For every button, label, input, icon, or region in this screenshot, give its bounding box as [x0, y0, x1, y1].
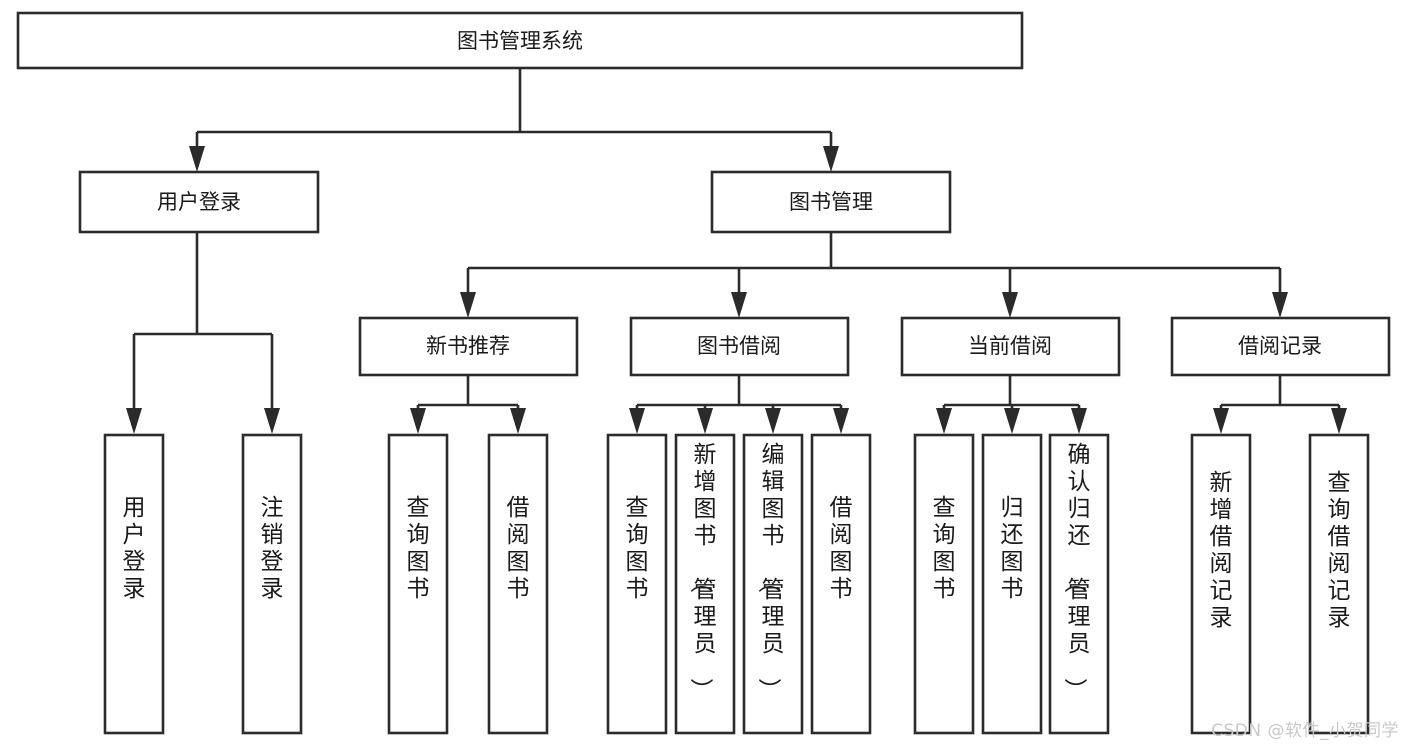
arrow-head-leaf-current-borrow-1 — [936, 408, 952, 434]
arrow-head-leaf-user-login-2 — [264, 408, 280, 434]
leaf-node-current-borrow-3[interactable]: 确认归还（管理员） — [1048, 433, 1110, 735]
arrow-head-current-borrow — [1002, 292, 1018, 318]
arrow-head-new-book-recommend — [460, 292, 476, 318]
leaf-box-user-login-2[interactable] — [241, 433, 303, 735]
arrow-head-leaf-book-borrow-4 — [833, 408, 849, 434]
leaf-box-borrow-record-2[interactable] — [1308, 433, 1370, 735]
leaf-box-new-book-1[interactable] — [387, 433, 449, 735]
arrow-head-borrow-record — [1272, 292, 1288, 318]
node-new-book-recommend[interactable]: 新书推荐 — [358, 316, 579, 377]
node-label-user-login: 用户登录 — [157, 190, 241, 214]
leaf-box-user-login-1[interactable] — [103, 433, 165, 735]
node-box-book-management[interactable] — [710, 170, 952, 234]
connector-group-borrow-record — [1213, 375, 1347, 434]
node-box-current-borrow[interactable] — [900, 316, 1121, 377]
leaf-label-borrow-record-1: 新增借阅记录 — [1210, 470, 1233, 631]
node-current-borrow[interactable]: 当前借阅 — [900, 316, 1121, 377]
arrow-head-leaf-new-book-2 — [510, 408, 526, 434]
leaf-node-new-book-2[interactable]: 借阅图书 — [487, 433, 549, 735]
leaf-box-borrow-record-1[interactable] — [1190, 433, 1252, 735]
arrow-head-leaf-borrow-record-2 — [1331, 408, 1347, 434]
node-label-borrow-record: 借阅记录 — [1238, 334, 1322, 358]
node-box-user-login[interactable] — [78, 170, 320, 234]
arrow-head-book-borrow — [731, 292, 747, 318]
leaf-box-current-borrow-3[interactable] — [1048, 433, 1110, 735]
leaf-node-book-borrow-4[interactable]: 借阅图书 — [810, 433, 872, 735]
leaf-label-current-borrow-3: 确认归还（管理员） — [1062, 442, 1091, 701]
leaf-label-book-borrow-3: 编辑图书（管理员） — [756, 442, 785, 701]
leaf-label-new-book-1: 查询图书 — [407, 495, 430, 602]
connector-group-book-mgmt — [460, 232, 1288, 318]
leaf-node-new-book-1[interactable]: 查询图书 — [387, 433, 449, 735]
leaf-label-current-borrow-2: 归还图书 — [1001, 495, 1024, 602]
leaf-box-current-borrow-2[interactable] — [981, 433, 1043, 735]
node-label-book-management: 图书管理 — [789, 190, 873, 214]
leaf-box-book-borrow-4[interactable] — [810, 433, 872, 735]
leaf-box-book-borrow-3[interactable] — [742, 433, 804, 735]
node-label-root: 图书管理系统 — [457, 29, 583, 53]
arrow-head-leaf-new-book-1 — [410, 408, 426, 434]
connector-group-current-borrow — [936, 375, 1087, 434]
node-user-login[interactable]: 用户登录 — [78, 170, 320, 234]
node-label-book-borrow: 图书借阅 — [697, 334, 781, 358]
node-box-borrow-record[interactable] — [1170, 316, 1391, 377]
leaf-label-book-borrow-4: 借阅图书 — [830, 495, 853, 602]
arrow-head-leaf-user-login-1 — [126, 408, 142, 434]
leaf-box-current-borrow-1[interactable] — [913, 433, 975, 735]
arrow-head-leaf-current-borrow-2 — [1004, 408, 1020, 434]
node-box-new-book-recommend[interactable] — [358, 316, 579, 377]
arrow-head-book-mgmt — [823, 146, 839, 172]
leaf-label-new-book-2: 借阅图书 — [507, 495, 530, 602]
connector-group-root — [189, 68, 839, 172]
leaf-box-new-book-2[interactable] — [487, 433, 549, 735]
node-book-borrow[interactable]: 图书借阅 — [629, 316, 850, 377]
leaf-label-book-borrow-1: 查询图书 — [626, 495, 649, 602]
leaf-label-user-login-1: 用户登录 — [123, 495, 146, 602]
node-label-current-borrow: 当前借阅 — [968, 334, 1052, 358]
connector-group-book-borrow — [629, 375, 849, 434]
node-label-new-book-recommend: 新书推荐 — [426, 334, 510, 358]
leaf-node-book-borrow-2[interactable]: 新增图书（管理员） — [674, 433, 736, 735]
arrow-head-leaf-book-borrow-3 — [765, 408, 781, 434]
node-borrow-record[interactable]: 借阅记录 — [1170, 316, 1391, 377]
leaf-node-current-borrow-1[interactable]: 查询图书 — [913, 433, 975, 735]
leaf-node-book-borrow-3[interactable]: 编辑图书（管理员） — [742, 433, 804, 735]
leaf-node-user-login-1[interactable]: 用户登录 — [103, 433, 165, 735]
node-box-book-borrow[interactable] — [629, 316, 850, 377]
arrow-head-leaf-borrow-record-1 — [1213, 408, 1229, 434]
csdn-watermark: CSDN @软件_小贺同学 — [1211, 721, 1399, 741]
leaf-label-borrow-record-2: 查询借阅记录 — [1328, 470, 1351, 631]
leaf-node-book-borrow-1[interactable]: 查询图书 — [606, 433, 668, 735]
leaf-label-user-login-2: 注销登录 — [261, 495, 284, 602]
leaf-node-current-borrow-2[interactable]: 归还图书 — [981, 433, 1043, 735]
arrow-head-leaf-current-borrow-3 — [1071, 408, 1087, 434]
leaf-box-book-borrow-1[interactable] — [606, 433, 668, 735]
leaf-node-user-login-2[interactable]: 注销登录 — [241, 433, 303, 735]
leaf-node-borrow-record-1[interactable]: 新增借阅记录 — [1190, 433, 1252, 735]
node-root-system[interactable]: 图书管理系统 — [16, 11, 1024, 70]
arrow-head-user-login — [189, 146, 205, 172]
arrow-head-leaf-book-borrow-1 — [629, 408, 645, 434]
leaf-label-book-borrow-2: 新增图书（管理员） — [688, 442, 717, 701]
leaf-box-book-borrow-2[interactable] — [674, 433, 736, 735]
leaf-node-borrow-record-2[interactable]: 查询借阅记录 — [1308, 433, 1370, 735]
connector-group-new-book-recommend — [410, 375, 526, 434]
leaf-label-current-borrow-1: 查询图书 — [933, 495, 956, 602]
arrow-head-leaf-book-borrow-2 — [697, 408, 713, 434]
node-book-management[interactable]: 图书管理 — [710, 170, 952, 234]
node-box-root[interactable] — [16, 11, 1024, 70]
connector-group-user-login — [126, 232, 280, 434]
